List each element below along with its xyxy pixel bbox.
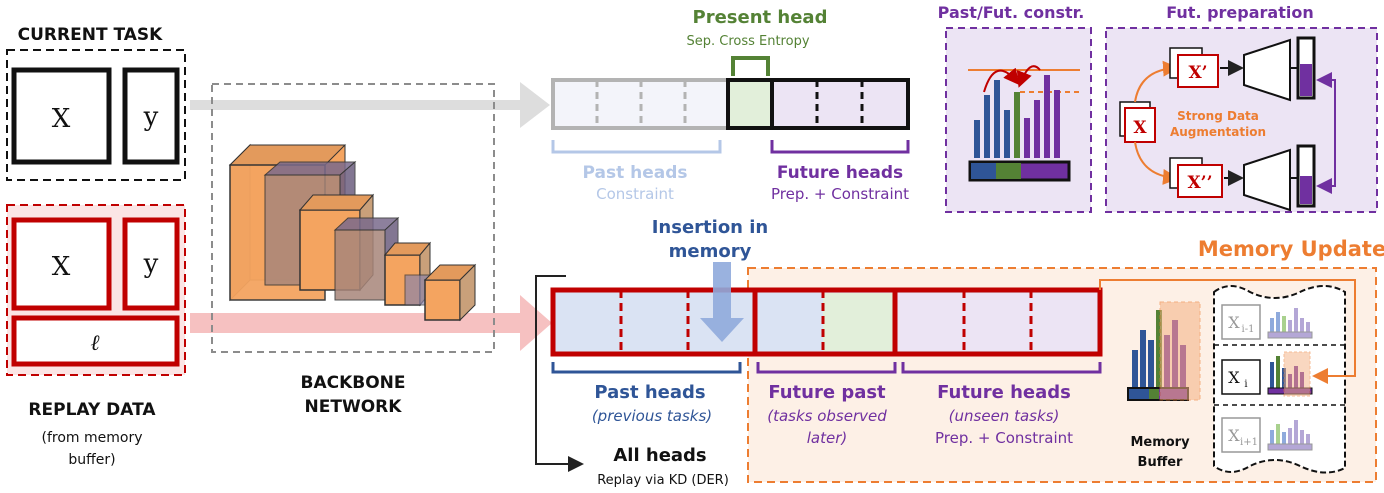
replay-data-group: X y ℓ REPLAY DATA (from memory buffer) (6, 204, 186, 468)
replay-logits-box (11, 315, 180, 367)
fut-prep-aug-1: Strong Data (1177, 109, 1259, 123)
current-task-x-box (11, 67, 112, 165)
fut-preparation-title: Fut. preparation (1166, 3, 1313, 22)
memory-buffer-group: Memory Buffer X i-1 X i X i+1 (1099, 279, 1356, 474)
lower-past-subtitle: (previous tasks) (592, 407, 712, 425)
upper-future-subtitle: Prep. + Constraint (771, 185, 909, 203)
fut-prep-aug-2: Augmentation (1170, 125, 1266, 139)
fut-prep-encoder-top (1243, 38, 1291, 102)
current-task-y-box (122, 67, 180, 165)
replay-y-box (122, 217, 180, 311)
upper-heads-group: Present head Sep. Cross Entropy Past hea… (551, 7, 910, 203)
replay-y-label: y (143, 249, 159, 279)
fut-prep-x-prime-box (1177, 54, 1219, 88)
buffer-item-current (1221, 359, 1261, 395)
present-head-bracket (731, 56, 770, 76)
lower-heads-group: Past heads (previous tasks) Future past … (550, 262, 1103, 447)
memory-buffer-label-1: Memory (1130, 435, 1190, 450)
buffer-item-prev (1221, 304, 1261, 340)
buffer-item-next-base: X (1228, 426, 1240, 445)
replay-data-subtitle-2: buffer) (68, 452, 115, 468)
current-flow-arrow (190, 82, 550, 128)
insertion-arrow (700, 262, 744, 342)
lower-future-bracket (901, 362, 1102, 374)
replay-logits-label: ℓ (90, 331, 100, 356)
current-task-x-label: X (52, 104, 71, 134)
upper-future-cells (770, 78, 910, 130)
current-task-frame (6, 49, 186, 181)
fut-prep-x-dprime-label: X’’ (1187, 173, 1212, 193)
upper-future-title: Future heads (777, 163, 903, 183)
memory-buffer-label-2: Buffer (1138, 455, 1184, 470)
current-task-title: CURRENT TASK (18, 25, 163, 45)
insertion-label-2: memory (669, 241, 752, 262)
present-head-title: Present head (693, 7, 828, 28)
backbone-group: BACKBONE NETWORK (211, 83, 495, 417)
lower-future-subtitle-1: (unseen tasks) (949, 407, 1060, 425)
lower-future-past-title: Future past (768, 382, 886, 403)
past-fut-constr-title: Past/Fut. constr. (938, 3, 1085, 22)
replay-data-title: REPLAY DATA (28, 400, 156, 420)
fut-prep-encoder-bottom (1243, 148, 1291, 212)
backbone-label-2: NETWORK (305, 397, 403, 417)
upper-past-subtitle: Constraint (596, 185, 674, 203)
memory-update-arrow (1099, 279, 1356, 384)
replay-x-box (11, 217, 112, 311)
all-heads-subtitle: Replay via KD (DER) (597, 473, 729, 488)
backbone-label-1: BACKBONE (300, 373, 405, 393)
replay-data-subtitle-1: (from memory (42, 430, 143, 446)
buffer-item-next-sub: i+1 (1240, 437, 1258, 448)
fut-prep-x-box (1124, 107, 1156, 143)
backbone-layer-7 (423, 263, 477, 322)
lower-future-past-subtitle-1: (tasks observed (767, 407, 887, 425)
fut-prep-x-dprime-box (1177, 164, 1223, 198)
insertion-label-1: Insertion in (652, 217, 769, 238)
insertion-group: Insertion in memory (652, 217, 769, 262)
lower-future-subtitle-2: Prep. + Constraint (935, 429, 1073, 447)
lower-past-bracket (551, 362, 742, 374)
backbone-frame (211, 83, 495, 353)
all-heads-bracket (535, 275, 584, 472)
replay-x-label: X (52, 252, 71, 282)
memory-update-title: Memory Update (1198, 237, 1384, 261)
lower-future-title: Future heads (937, 382, 1071, 403)
all-heads-title: All heads (613, 445, 706, 466)
upper-past-title: Past heads (582, 163, 687, 183)
current-task-group: CURRENT TASK X y (6, 25, 186, 181)
lower-future-past-bracket (756, 362, 897, 374)
fut-preparation-group: Fut. preparation X Strong Data Augmentat… (1105, 3, 1378, 213)
past-fut-constr-group: Past/Fut. constr. (938, 3, 1092, 213)
present-head-subtitle: Sep. Cross Entropy (686, 34, 809, 49)
buffer-item-prev-base: X (1228, 313, 1240, 332)
replay-flow-arrow (190, 295, 552, 351)
current-task-y-label: y (143, 102, 159, 132)
all-heads-group: All heads Replay via KD (DER) (535, 275, 729, 488)
upper-past-bracket (551, 140, 722, 154)
buffer-item-current-base: X (1228, 368, 1240, 387)
fut-prep-x-prime-label: X’ (1188, 63, 1207, 83)
buffer-item-next (1221, 417, 1261, 453)
upper-present-cell (726, 78, 774, 130)
buffer-item-current-sub: i (1244, 379, 1247, 390)
fut-prep-x-label: X (1133, 118, 1147, 138)
buffer-item-prev-sub: i-1 (1242, 324, 1255, 335)
lower-future-past-subtitle-2: later) (807, 429, 848, 447)
upper-future-bracket (770, 140, 910, 154)
lower-past-title: Past heads (594, 382, 705, 403)
